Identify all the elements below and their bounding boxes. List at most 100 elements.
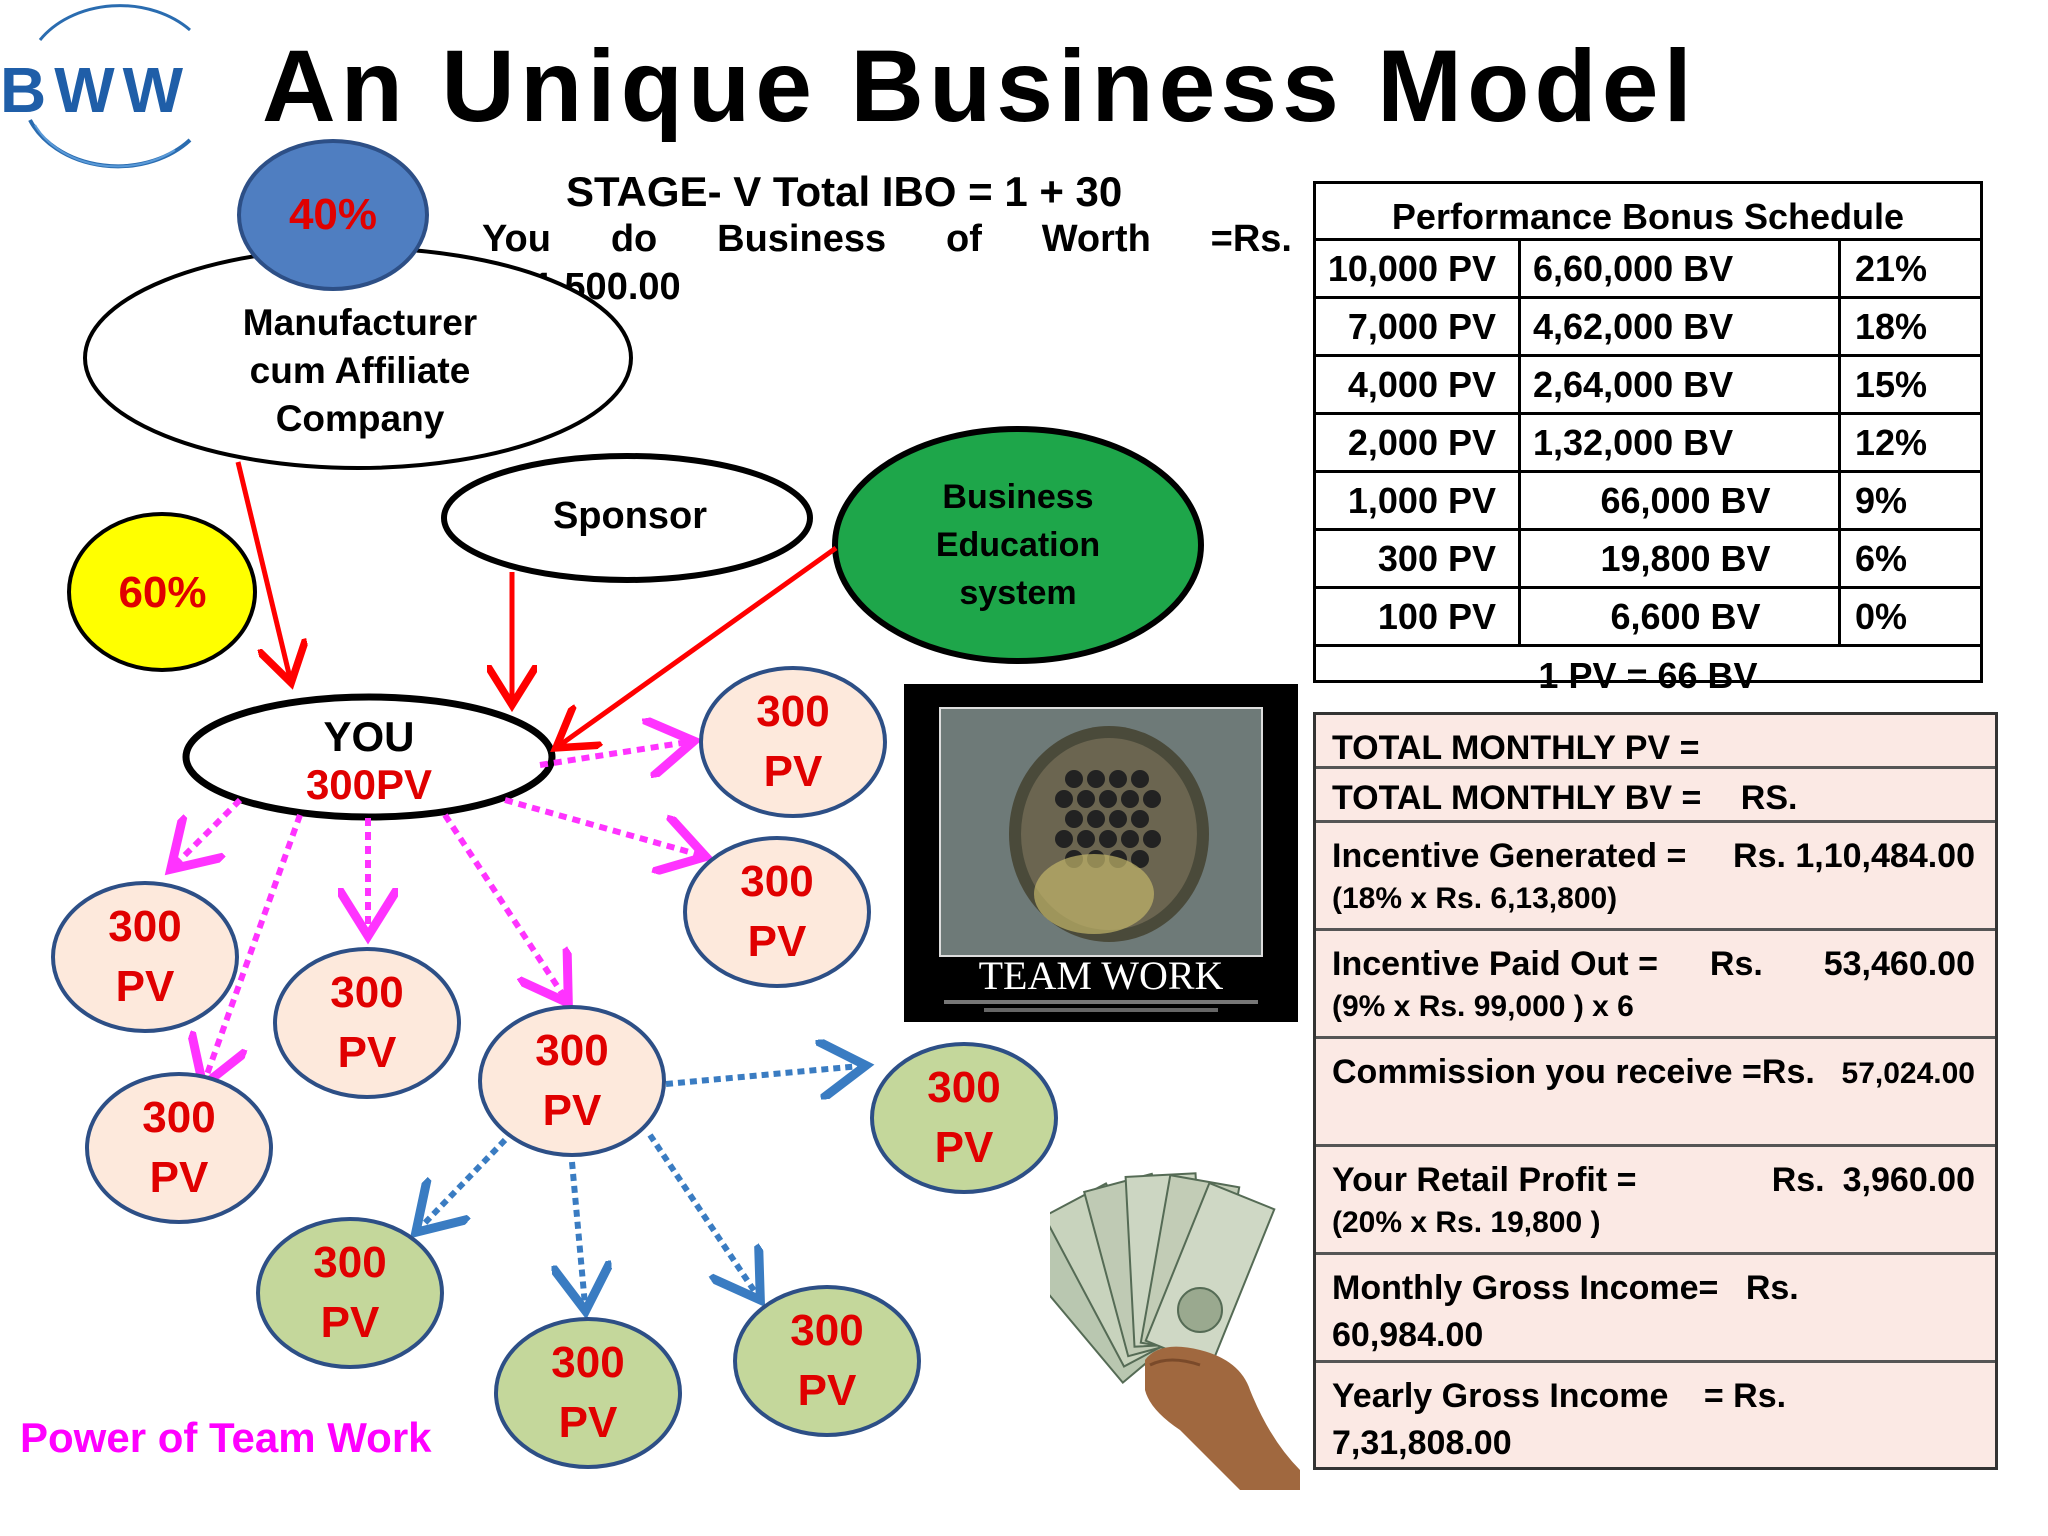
pv-node-circle	[494, 1317, 682, 1469]
node-value: 300	[535, 1026, 609, 1075]
pv-node-circle	[273, 947, 461, 1099]
education-line: Education	[935, 526, 1101, 564]
income-row: Your Retail Profit = Rs. 3,960.00 (20% x…	[1316, 1147, 1995, 1255]
pv-cell: 100 PV	[1316, 589, 1521, 644]
sponsor-label: Sponsor	[552, 494, 708, 537]
pv-node-circle	[683, 836, 871, 988]
company-line: Company	[275, 398, 445, 439]
retail-value: 3,960.00	[1842, 1161, 1975, 1199]
node-unit: PV	[149, 1153, 209, 1202]
pv-cell: 2,000 PV	[1316, 415, 1521, 470]
worth-word: do	[610, 218, 658, 260]
bv-cell: 19,800 BV	[1521, 531, 1841, 586]
logo-text: BWW	[0, 54, 191, 126]
pct-left-circle	[67, 512, 257, 672]
stage-heading: STAGE- V Total IBO = 1 + 30	[566, 168, 1123, 215]
pv-node-circle	[85, 1072, 273, 1224]
education-line: system	[959, 574, 1077, 612]
table-row: 4,000 PV 2,64,000 BV 15%	[1316, 357, 1980, 415]
footer-caption: Power of Team Work	[20, 1414, 432, 1461]
pct-cell: 0%	[1855, 595, 1908, 637]
bonus-table: Performance Bonus Schedule 10,000 PV 6,6…	[1313, 181, 1983, 696]
table-row: 2,000 PV 1,32,000 BV 12%	[1316, 415, 1980, 473]
pct-cell: 21%	[1855, 247, 1928, 289]
money-hand-image	[1050, 1172, 1300, 1490]
table-row: 1,000 PV 66,000 BV 9%	[1316, 473, 1980, 531]
bv-cell: 4,62,000 BV	[1521, 299, 1841, 354]
pct-cell: 12%	[1855, 421, 1928, 463]
you-pv: 300PV	[305, 761, 433, 808]
node-unit: PV	[337, 1028, 397, 1077]
bonus-table-title: Performance Bonus Schedule	[1316, 184, 1980, 241]
company-label: Manufacturer cum Affiliate Company	[190, 296, 530, 446]
node-unit: PV	[797, 1366, 857, 1415]
node-unit: PV	[934, 1123, 994, 1172]
income-row: Incentive Generated = Rs. 1,10,484.00 (1…	[1316, 823, 1995, 931]
worth-word: =Rs.	[1210, 218, 1292, 260]
education-line: Business	[942, 478, 1094, 516]
worth-line: You do Business of Worth =Rs.	[482, 218, 1292, 261]
total-bv-value: RS.	[1740, 779, 1798, 817]
pv-cell: 10,000 PV	[1316, 241, 1521, 296]
node-unit: PV	[763, 747, 823, 796]
pv-cell: 7,000 PV	[1316, 299, 1521, 354]
poster-caption: TEAM WORK	[979, 953, 1224, 998]
node-value: 300	[108, 902, 182, 951]
team-diagram	[51, 139, 1204, 1469]
pv-node-circle	[478, 1005, 666, 1157]
pv-node-circle	[51, 881, 239, 1033]
incentive-paid-value: 53,460.00	[1823, 945, 1975, 983]
node-unit: PV	[320, 1298, 380, 1347]
incentive-paid-rs: Rs.	[1709, 945, 1763, 983]
pct-cell: 6%	[1855, 537, 1908, 579]
pv-cell: 1,000 PV	[1316, 473, 1521, 528]
income-row: Monthly Gross Income= Rs. 60,984.00	[1316, 1255, 1995, 1363]
pct-top-circle	[237, 139, 429, 291]
education-label: Business Education system	[868, 470, 1168, 620]
incentive-gen-value: Rs. 1,10,484.00	[1733, 837, 1975, 875]
bv-cell: 1,32,000 BV	[1521, 415, 1841, 470]
node-value: 300	[330, 968, 404, 1017]
monthly-label: Monthly Gross Income=	[1332, 1269, 1719, 1307]
income-row: TOTAL MONTHLY BV = RS.	[1316, 769, 1995, 823]
education-ellipse	[832, 426, 1204, 664]
pct-cell: 9%	[1855, 479, 1908, 521]
pct-cell: 18%	[1855, 305, 1928, 347]
you-label: YOU 300PV	[269, 713, 469, 809]
incentive-paid-sub: (9% x Rs. 99,000 ) x 6	[1332, 990, 1634, 1023]
node-value: 300	[790, 1306, 864, 1355]
yearly-label: Yearly Gross Income	[1332, 1377, 1669, 1415]
you-text: YOU	[323, 713, 415, 760]
pv-node-circle	[733, 1285, 921, 1437]
node-value: 300	[313, 1238, 387, 1287]
total-pv-label: TOTAL MONTHLY PV =	[1332, 729, 1700, 767]
income-row: Yearly Gross Income = Rs. 7,31,808.00	[1316, 1363, 1995, 1467]
table-row: 7,000 PV 4,62,000 BV 18%	[1316, 299, 1980, 357]
pv-node-circle	[256, 1217, 444, 1369]
node-unit: PV	[747, 917, 807, 966]
node-value: 300	[927, 1063, 1001, 1112]
pct-top-label: 40%	[288, 190, 378, 239]
bv-cell: 6,60,000 BV	[1521, 241, 1841, 296]
income-row: Commission you receive =Rs. 57,024.00	[1316, 1039, 1995, 1147]
bv-cell: 66,000 BV	[1521, 473, 1841, 528]
income-row: Incentive Paid Out = Rs. 53,460.00 (9% x…	[1316, 931, 1995, 1039]
teamwork-image: TEAM WORK	[904, 684, 1298, 1022]
you-ellipse	[182, 693, 556, 821]
company-line: Manufacturer	[242, 302, 478, 343]
yearly-value: 7,31,808.00	[1332, 1424, 1512, 1462]
pv-cell: 4,000 PV	[1316, 357, 1521, 412]
retail-label: Your Retail Profit =	[1332, 1161, 1637, 1199]
pv-node-circle	[699, 666, 887, 818]
pv-cell: 300 PV	[1316, 531, 1521, 586]
node-unit: PV	[558, 1398, 618, 1447]
monthly-rs: Rs.	[1745, 1269, 1799, 1307]
commission-label: Commission you receive =Rs.	[1332, 1053, 1815, 1091]
worth-word: Business	[717, 218, 887, 260]
